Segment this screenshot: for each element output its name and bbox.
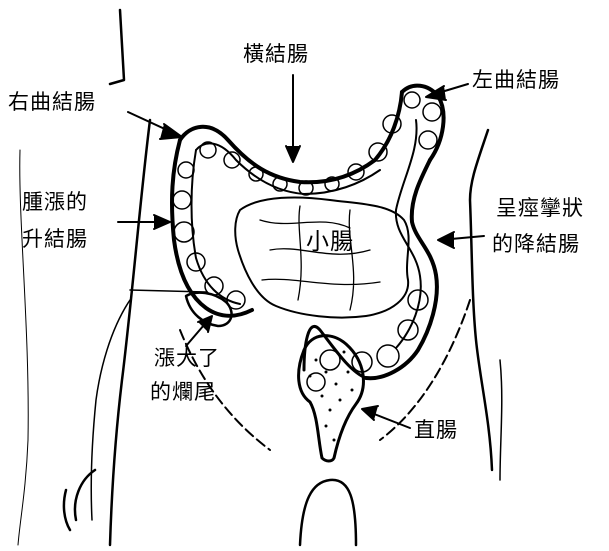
ascending-colon-inner bbox=[192, 150, 241, 304]
arrow-transverse-head bbox=[286, 146, 300, 162]
pubic-arch bbox=[300, 480, 356, 545]
label-descending-line1: 呈痙攣狀 bbox=[496, 196, 584, 221]
label-appendix-line1: 漲大了 bbox=[154, 346, 220, 371]
arrow-ascending-head bbox=[154, 215, 170, 229]
label-transverse-colon: 橫結腸 bbox=[243, 42, 309, 67]
hip-left bbox=[64, 470, 95, 530]
label-ascending-line1: 腫漲的 bbox=[22, 190, 88, 215]
body-outline-left bbox=[110, 120, 150, 545]
appendix-line bbox=[130, 290, 206, 292]
small-intestine-outline bbox=[235, 197, 408, 317]
label-rectum: 直腸 bbox=[414, 418, 458, 443]
label-hepatic-flexure: 右曲結腸 bbox=[8, 90, 96, 115]
body-outline-left-thin bbox=[91, 300, 130, 520]
body-outline-right bbox=[470, 130, 492, 470]
body-outline-right-lower bbox=[500, 360, 502, 480]
transverse-colon bbox=[180, 92, 402, 182]
label-descending-line2: 的降結腸 bbox=[492, 232, 580, 257]
small-intestine-loops bbox=[260, 206, 380, 310]
label-ascending-line2: 升結腸 bbox=[22, 227, 88, 252]
label-appendix-line2: 的爛尾 bbox=[150, 380, 216, 405]
arrow-hepatic-head bbox=[160, 124, 182, 139]
arrow-rectum-head bbox=[362, 406, 378, 420]
label-splenic-flexure: 左曲結腸 bbox=[472, 68, 560, 93]
arrow-descending-head bbox=[438, 232, 454, 248]
label-small-intestine: 小腸 bbox=[306, 230, 354, 255]
body-outline-left-upper bbox=[110, 10, 124, 84]
rectum-outline bbox=[299, 336, 364, 461]
